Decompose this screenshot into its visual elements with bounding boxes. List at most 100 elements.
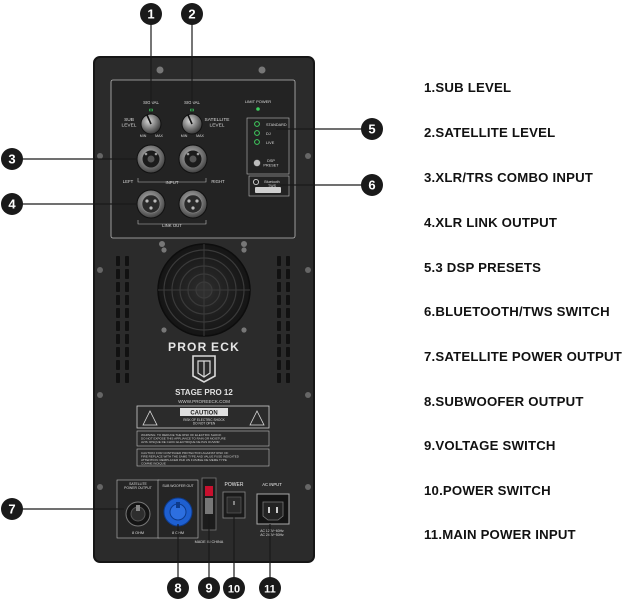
link-out-label: LINK OUT [162, 223, 182, 228]
callout-marker-6: 6 [361, 174, 383, 196]
min-label-1: MIN [140, 134, 147, 138]
callout-marker-10: 10 [223, 577, 245, 599]
subwoofer-out-label: SUB WOOFER OUT [162, 484, 193, 488]
subwoofer-output-speakon[interactable] [163, 497, 193, 527]
right-label: RIGHT [211, 179, 225, 184]
ac-power-inlet[interactable] [256, 493, 290, 525]
max-label-2: MAX [196, 134, 204, 138]
callout-marker-8: 8 [167, 577, 189, 599]
callout-number: 1 [147, 7, 154, 22]
standard-led [254, 121, 260, 127]
brand-name: PROR ECK [168, 340, 240, 354]
sub-level-knob[interactable] [140, 113, 162, 135]
combo-input-left[interactable] [136, 144, 166, 174]
callout-number: 9 [205, 581, 212, 596]
legend-item-satellite-level: 2.SATELLITE LEVEL [424, 125, 556, 140]
vent-slot [125, 295, 129, 305]
xlr-link-output-left[interactable] [136, 189, 166, 219]
callout-number: 11 [264, 584, 276, 596]
satellite-power-output-speakon[interactable] [125, 501, 151, 527]
link-out-bracket [137, 220, 207, 225]
fuse-caution-block: CAUTION: FOR CONTINUED PROTECTION AGAINS… [136, 448, 270, 467]
vent-slot [286, 321, 290, 331]
vent-slot [277, 347, 281, 357]
vent-slot [116, 282, 120, 292]
cooling-fan [157, 243, 251, 337]
vent-slot [116, 269, 120, 279]
vent-slot [286, 269, 290, 279]
input-label: INPUT [166, 180, 179, 185]
callout-marker-7: 7 [1, 498, 23, 520]
vent-slot [277, 373, 281, 383]
exclamation-warning-icon [249, 410, 265, 426]
vent-slots [116, 256, 290, 383]
callout-number: 5 [368, 122, 375, 137]
vent-slot [125, 334, 129, 344]
vent-slot [286, 347, 290, 357]
vent-slot [125, 269, 129, 279]
legend-item-subwoofer-output: 8.SUBWOOFER OUTPUT [424, 394, 584, 409]
legend-item-power-switch: 10.POWER SWITCH [424, 483, 551, 498]
left-label: LEFT [123, 179, 134, 184]
callout-number: 3 [8, 152, 15, 167]
bluetooth-led [252, 178, 260, 186]
legend-item-bluetooth-tws: 6.BLUETOOTH/TWS SWITCH [424, 304, 610, 319]
power-switch[interactable] [222, 491, 246, 519]
callout-marker-9: 9 [198, 577, 220, 599]
vent-slot [116, 373, 120, 383]
callout-number: 8 [174, 581, 181, 596]
vent-slot [277, 295, 281, 305]
callout-number: 6 [368, 178, 375, 193]
dj-led [254, 130, 260, 136]
callout-number: 10 [228, 584, 240, 596]
vent-slot [125, 360, 129, 370]
vent-slot [125, 282, 129, 292]
limit-power-led [256, 107, 260, 111]
vent-slot [277, 269, 281, 279]
legend-item-satellite-power-output: 7.SATELLITE POWER OUTPUT [424, 349, 622, 364]
vent-slot [277, 308, 281, 318]
voltage-switch[interactable] [201, 477, 217, 531]
ac-input-label: AC INPUT [262, 482, 282, 487]
feature-legend: 1.SUB LEVEL 2.SATELLITE LEVEL 3.XLR/TRS … [424, 0, 640, 601]
vent-slot [286, 256, 290, 266]
satellite-level-knob[interactable] [181, 113, 203, 135]
xlr-link-output-right[interactable] [178, 189, 208, 219]
input-bracket [137, 178, 207, 183]
combo-input-right[interactable] [178, 144, 208, 174]
legend-item-main-power-input: 11.MAIN POWER INPUT [424, 527, 576, 542]
vent-slot [125, 347, 129, 357]
standard-label: STANDARD [266, 123, 287, 127]
legend-item-voltage-switch: 9.VOLTAGE SWITCH [424, 438, 556, 453]
vent-slot [125, 256, 129, 266]
live-label: LIVE [266, 141, 275, 145]
vent-slot [116, 295, 120, 305]
callout-number: 2 [188, 7, 195, 22]
model-name: STAGE PRO 12 [175, 388, 233, 397]
shock-warning-icon [142, 410, 158, 426]
fuse-caution-text: CAUTION: FOR CONTINUED PROTECTION AGAINS… [141, 451, 240, 465]
vent-slot [277, 360, 281, 370]
legend-item-dsp-presets: 5.3 DSP PRESETS [424, 260, 542, 275]
vent-slot [277, 321, 281, 331]
vent-slot [277, 256, 281, 266]
callout-lines [22, 24, 372, 578]
min-label-2: MIN [181, 134, 188, 138]
dsp-preset-button[interactable] [253, 159, 261, 167]
vent-slot [125, 308, 129, 318]
vent-slot [125, 321, 129, 331]
max-label-1: MAX [155, 134, 163, 138]
bluetooth-tws-switch[interactable] [255, 187, 281, 193]
vent-slot [286, 334, 290, 344]
vent-slot [116, 360, 120, 370]
callout-marker-2: 2 [181, 3, 203, 25]
